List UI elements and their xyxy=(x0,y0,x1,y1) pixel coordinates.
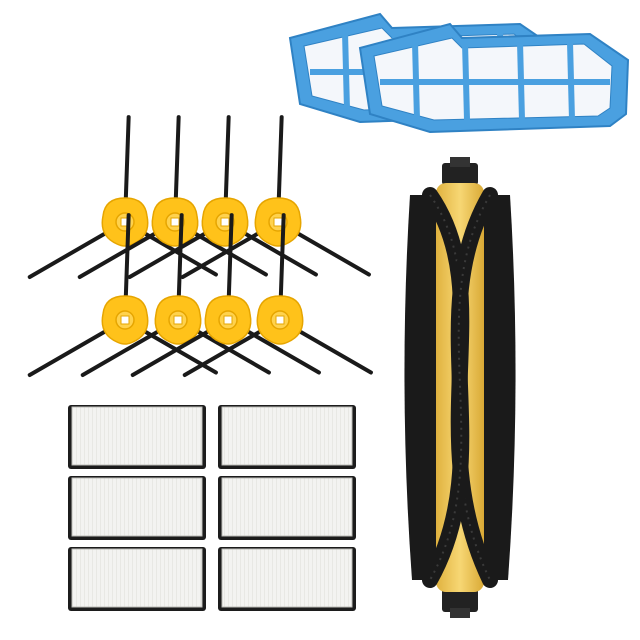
side-brush xyxy=(182,213,373,377)
side-brush xyxy=(130,213,321,377)
primary-filters xyxy=(288,12,630,134)
hepa-filter xyxy=(68,476,206,540)
side-brush xyxy=(127,115,318,279)
roller-end-cap-top xyxy=(442,163,478,185)
side-brush xyxy=(80,213,271,377)
hepa-filter xyxy=(218,476,356,540)
hepa-filter xyxy=(68,547,206,611)
hepa-filters xyxy=(68,405,356,611)
main-roller-brush xyxy=(404,157,516,618)
hepa-filter xyxy=(218,405,356,469)
primary-filter xyxy=(358,22,630,134)
hepa-filter xyxy=(68,405,206,469)
side-brushes xyxy=(27,115,373,377)
roller-end-cap-bottom xyxy=(442,588,478,612)
hepa-filter xyxy=(218,547,356,611)
